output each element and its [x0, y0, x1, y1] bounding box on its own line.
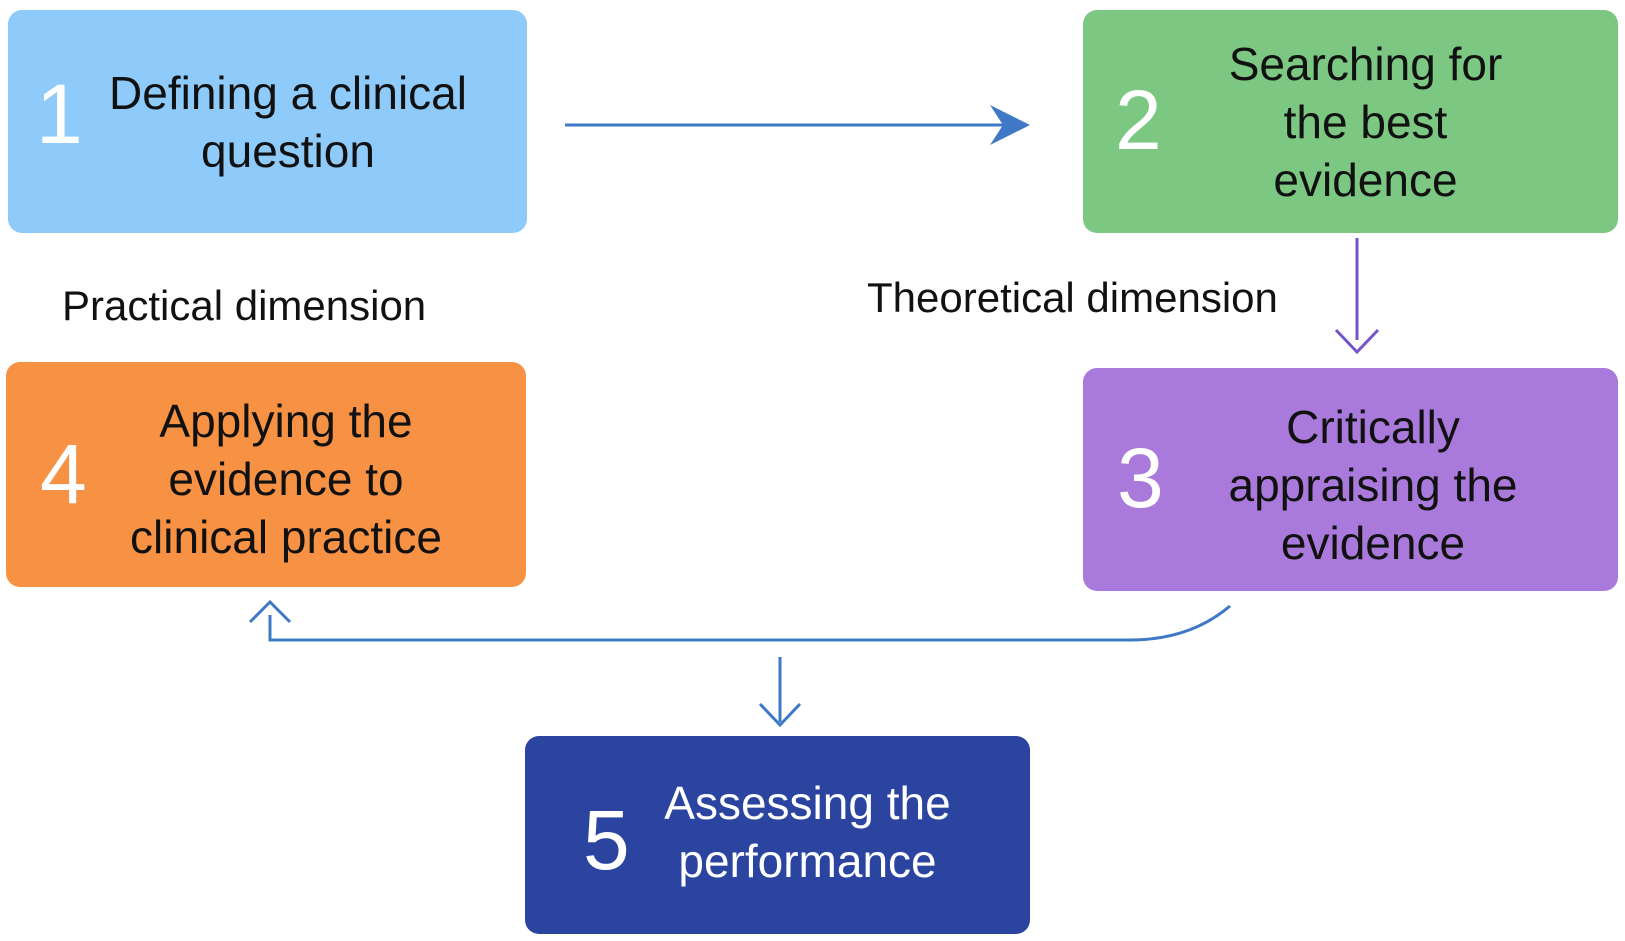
arrow-step3-to-step4: [248, 599, 1231, 642]
practical-dimension-label: Practical dimension: [62, 282, 427, 329]
step-number: 4: [40, 427, 87, 521]
step-label: Critically appraising the evidence: [1228, 401, 1518, 569]
step-number: 2: [1115, 73, 1162, 167]
step-label: Applying the evidence to clinical practi…: [130, 395, 442, 563]
step-2-box: 2 Searching for the best evidence: [1083, 10, 1618, 233]
step-number: 1: [36, 67, 83, 161]
step-1-box: 1 Defining a clinical question: [8, 10, 527, 233]
arrow-step2-to-step3: [1334, 238, 1380, 355]
step-number: 5: [583, 793, 630, 887]
step-5-box: 5 Assessing the performance: [525, 736, 1030, 934]
arrow-step1-to-step2: [565, 105, 1030, 145]
step-label: Searching for the best evidence: [1228, 38, 1503, 206]
step-label: Defining a clinical question: [109, 67, 467, 177]
step-3-box: 3 Critically appraising the evidence: [1083, 368, 1618, 591]
arrow-to-step5: [758, 657, 802, 728]
step-number: 3: [1117, 431, 1164, 525]
theoretical-dimension-label: Theoretical dimension: [867, 274, 1278, 321]
step-label: Assessing the performance: [664, 777, 951, 887]
step-4-box: 4 Applying the evidence to clinical prac…: [6, 362, 526, 587]
